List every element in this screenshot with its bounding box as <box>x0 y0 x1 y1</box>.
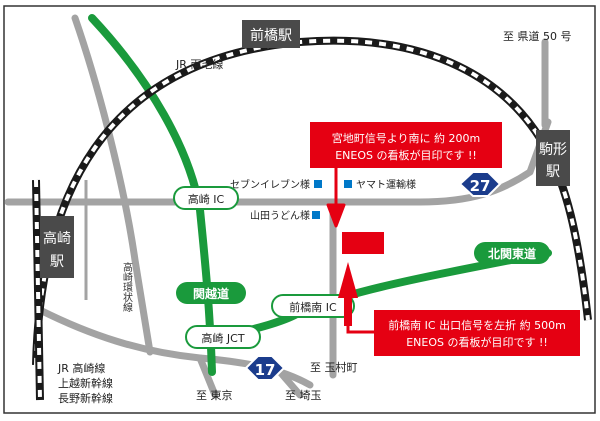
arrow-north <box>338 262 358 326</box>
station-takasaki-box <box>40 216 74 278</box>
marker-yamada-udon <box>312 211 320 219</box>
arrow-south <box>326 172 346 228</box>
label-joetsu-shinkansen: 上越新幹線 <box>58 376 113 390</box>
road-takasaki-loop <box>71 14 154 356</box>
rail-takasaki-dash <box>34 179 42 401</box>
label-nagano-shinkansen: 長野新幹線 <box>58 391 113 405</box>
label-loop-road: 高崎環状線 <box>121 261 133 312</box>
direction-saitama: 至 埼玉 <box>285 388 322 402</box>
direction-tokyo: 至 東京 <box>196 388 233 402</box>
landmark-yamato: ヤマト運輸様 <box>356 178 416 191</box>
kanetsu-label-box <box>176 282 246 304</box>
jct-takasaki: 高崎 JCT <box>201 331 244 345</box>
road-jct-link <box>196 354 219 399</box>
ic-maebashi-minami-pill <box>271 294 355 318</box>
callout-top-line1: 宮地町信号より南に 約 200m <box>332 131 480 145</box>
station-maebashi-box <box>242 20 300 48</box>
station-takasaki-line1: 高崎 <box>43 230 71 247</box>
callout-top-box <box>310 122 502 168</box>
jct-takasaki-pill <box>185 325 261 349</box>
label-kanetsu: 関越道 <box>193 286 229 301</box>
label-ryomo: JR 両毛線 <box>175 57 223 71</box>
station-komagata-line2: 駅 <box>546 164 560 180</box>
label-takasaki-line: JR 高崎線 <box>57 361 105 375</box>
callout-bottom-line2: ENEOS の看板が目印です !! <box>406 335 548 349</box>
destination-marker <box>342 232 384 254</box>
station-komagata-line1: 駒形 <box>539 142 567 158</box>
svg-text:17: 17 <box>255 361 276 379</box>
shield-r27: 27 <box>458 171 502 197</box>
ic-takasaki-pill <box>173 186 239 210</box>
callout-bottom-line1: 前橋南 IC 出口信号を左折 約 500m <box>388 318 566 332</box>
svg-text:27: 27 <box>470 177 491 195</box>
ic-maebashi-minami: 前橋南 IC <box>289 300 337 314</box>
station-maebashi: 前橋駅 <box>250 27 292 44</box>
kitakanto-label-box <box>474 242 550 264</box>
landmark-seven-eleven: セブンイレブン様 <box>230 178 310 191</box>
callout-top-line2: ENEOS の看板が目印です !! <box>335 148 477 162</box>
marker-seven-eleven <box>314 180 322 188</box>
landmark-yamada-udon: 山田うどん様 <box>250 209 310 222</box>
label-kitakanto: 北関東道 <box>488 246 536 261</box>
station-komagata-box <box>536 130 570 186</box>
marker-yamato <box>344 180 352 188</box>
direction-kendo50: 至 県道 50 号 <box>503 29 572 43</box>
shield-r17: 17 <box>244 355 286 381</box>
arrow-north-tail <box>346 326 378 334</box>
ic-takasaki: 高崎 IC <box>188 192 225 206</box>
railways <box>32 36 592 401</box>
direction-tamamura: 至 玉村町 <box>310 360 358 374</box>
station-takasaki-line2: 駅 <box>50 254 64 270</box>
road-saitama <box>276 368 304 399</box>
rail-ryomo-dash <box>34 38 590 366</box>
callout-bottom-box <box>374 310 580 356</box>
